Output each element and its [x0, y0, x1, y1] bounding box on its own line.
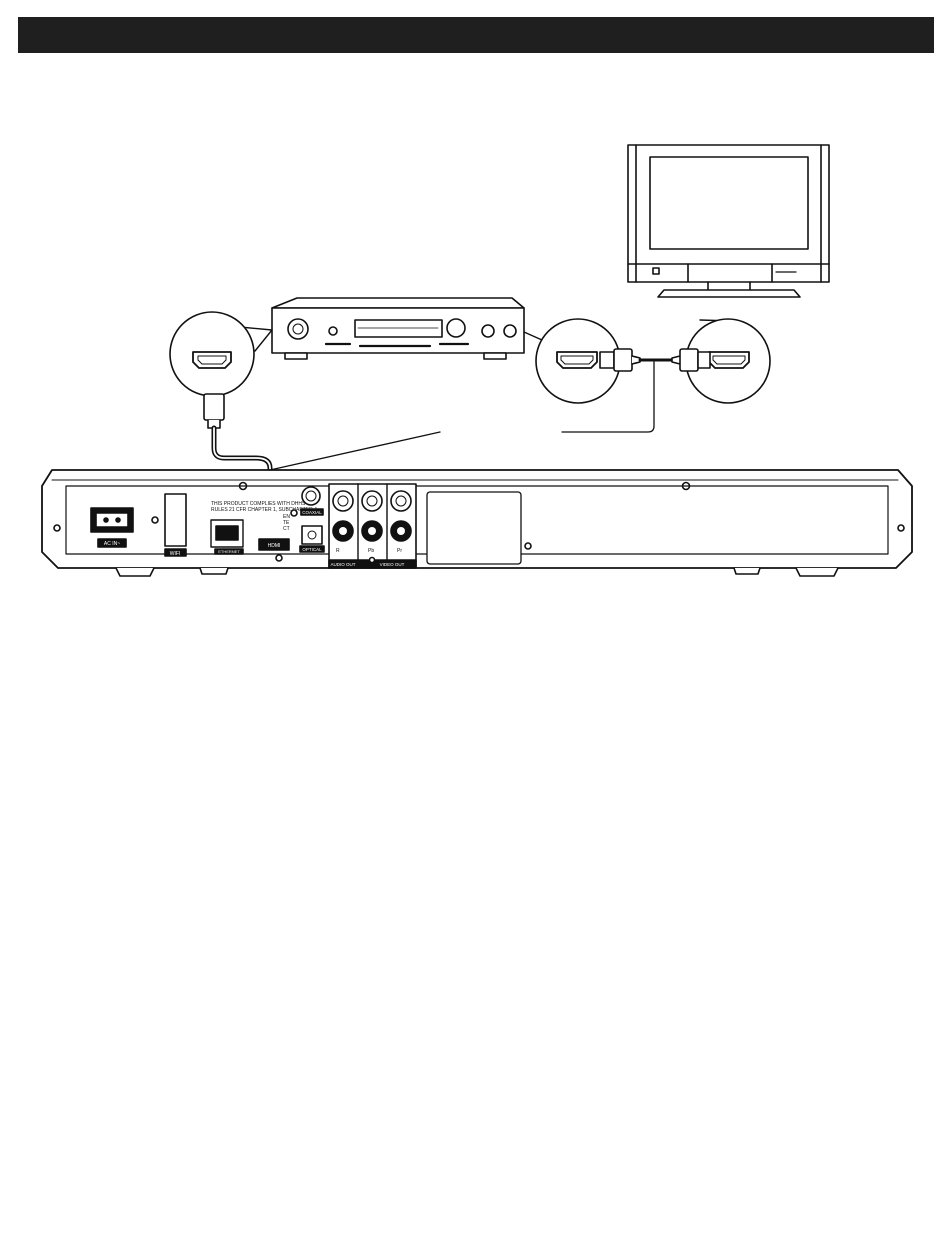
ethernet-label: ETHERNET	[218, 549, 240, 554]
audio-out-label: AUDIO OUT	[330, 562, 355, 567]
jack-pr-label: Pr	[397, 548, 402, 554]
jack-pb-label: Pb	[368, 548, 374, 554]
receiver-hdmi-callout	[170, 312, 272, 396]
player-rear-panel	[42, 470, 912, 576]
optical-label: OPTICAL	[302, 547, 322, 552]
hdmi-label: HDMI	[268, 543, 281, 549]
jack-r-label: R	[336, 548, 340, 554]
ac-in-label: AC IN~	[104, 541, 120, 547]
compliance-text-2: RULES 21 CFR CHAPTER 1, SUBCHAPTER J	[211, 507, 317, 513]
tv-illustration	[628, 145, 829, 297]
receiver-illustration	[272, 298, 524, 359]
compliance-text-5: CT	[283, 526, 290, 532]
hdmi-cable-callout	[524, 319, 770, 432]
video-out-label: VIDEO OUT	[380, 562, 405, 567]
wifi-label: WIFI	[170, 551, 181, 557]
